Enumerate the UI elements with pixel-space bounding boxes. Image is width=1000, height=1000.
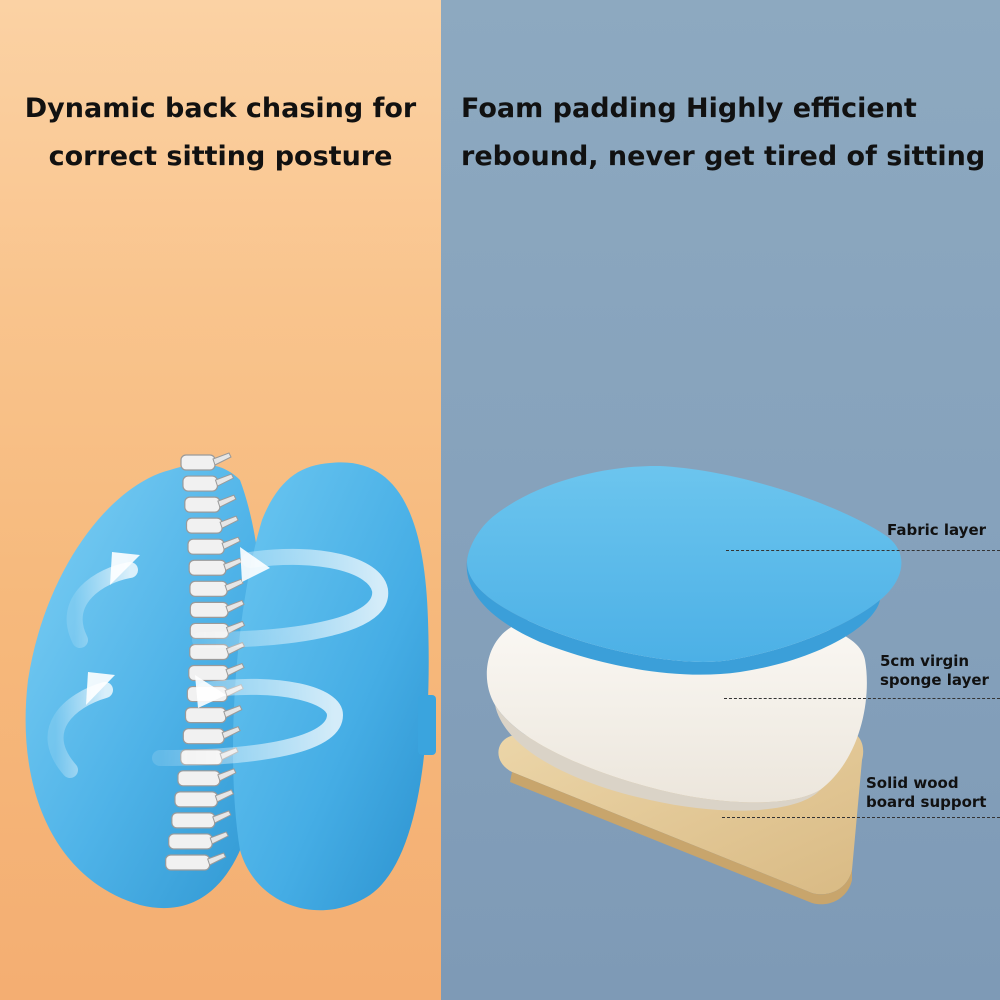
vertebra-process xyxy=(221,726,241,740)
vertebra-process xyxy=(221,536,241,550)
sponge-layer-label: 5cm virgin sponge layer xyxy=(880,652,989,689)
vertebra-process xyxy=(212,810,232,824)
vertebra xyxy=(174,791,218,808)
left-heading: Dynamic back chasing for correct sitting… xyxy=(24,93,417,172)
fabric-layer-label: Fabric layer xyxy=(887,521,987,539)
wood-layer-label: Solid wood board support xyxy=(866,774,987,811)
cushion-strap xyxy=(418,695,436,755)
vertebra-process xyxy=(225,599,245,614)
vertebra-process xyxy=(212,452,232,466)
vertebra-process xyxy=(217,494,237,508)
vertebra xyxy=(177,770,221,787)
vertebra xyxy=(189,601,229,618)
vertebra-process xyxy=(224,578,244,593)
vertebra xyxy=(189,580,228,597)
vertebra xyxy=(182,728,225,745)
vertebra xyxy=(188,664,229,682)
vertebra-process xyxy=(225,620,246,635)
vertebra xyxy=(188,559,227,576)
vertebra-process xyxy=(217,768,237,782)
vertebra xyxy=(165,854,211,871)
vertebra-process xyxy=(225,662,245,677)
vertebra-process xyxy=(214,789,235,803)
vertebra-process xyxy=(219,515,239,529)
vertebra xyxy=(171,812,216,829)
wood-leader-line xyxy=(722,817,1000,818)
vertebra xyxy=(184,707,227,724)
sponge-leader-line xyxy=(724,698,1000,699)
fabric-leader-line xyxy=(726,550,1000,551)
spine-icon xyxy=(165,452,246,871)
vertebra-process xyxy=(214,473,235,487)
vertebra xyxy=(185,517,223,534)
vertebra-process xyxy=(223,705,243,719)
arrow-heads xyxy=(86,547,270,708)
vertebra xyxy=(187,538,225,555)
vertebra-process xyxy=(209,831,229,845)
vertebra xyxy=(168,833,213,850)
right-heading: Foam padding Highly efficient rebound, n… xyxy=(461,93,986,172)
vertebra xyxy=(182,475,219,492)
fabric-layer xyxy=(466,465,902,675)
vertebra-process xyxy=(207,852,227,866)
vertebra xyxy=(180,454,216,471)
vertebra xyxy=(184,496,221,513)
